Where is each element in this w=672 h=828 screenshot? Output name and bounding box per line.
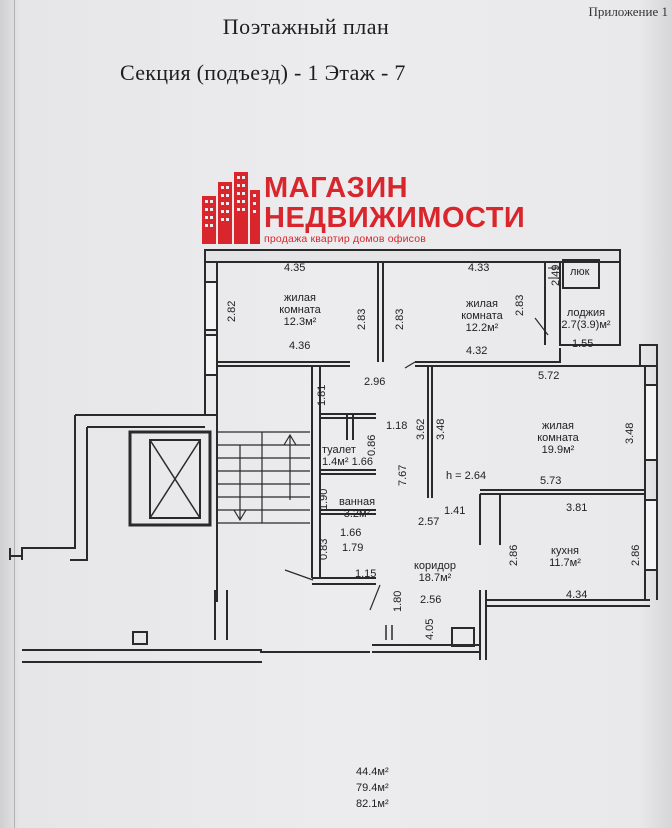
dimension-label: 2.83 [514, 294, 526, 316]
room-name: жилая [542, 420, 574, 432]
room-area: 3.2м² [343, 508, 371, 520]
dimension-label: 2.49 [550, 264, 562, 286]
dimension-label: 1.80 [392, 590, 404, 612]
dimension-label: 3.48 [435, 418, 447, 440]
dimension-label: 1.79 [342, 542, 364, 554]
dimension-label: 1.81 [316, 384, 328, 406]
kitchen-label: кухня 11.7м² [535, 545, 595, 569]
building-logo-icon [202, 172, 260, 244]
room-name: туалет [322, 444, 356, 456]
room-area: 1.4м² [322, 456, 349, 468]
living-room-2-label: жилая комната 12.2м² [452, 298, 512, 334]
dimension-label: 2.86 [508, 544, 520, 566]
total-area: 79.4м² [356, 782, 389, 794]
ceiling-height-label: h = 2.64 [446, 470, 487, 482]
room-area: 12.3м² [283, 316, 317, 328]
dimension-label: 5.72 [538, 370, 560, 382]
dimension-label: 0.83 [318, 538, 330, 560]
room-area: 11.7м² [549, 557, 581, 569]
room-name: комната [279, 304, 321, 316]
page-title: Поэтажный план [222, 14, 390, 39]
dimension-label: 1.55 [572, 338, 594, 350]
room-name: ванная [338, 496, 376, 508]
dimension-label: 1.15 [355, 568, 377, 580]
dimension-label: 5.73 [540, 475, 562, 487]
dimension-label: 7.67 [397, 464, 409, 486]
dimension-label: 2.57 [418, 516, 440, 528]
loggia-label: лоджия 2.7(3.9)м² [556, 307, 616, 331]
appendix-label: Приложение 1 [588, 4, 668, 19]
corridor-label: коридор 18.7м² [400, 560, 470, 584]
dimension-label: 3.48 [624, 422, 636, 444]
dimension-label: 2.82 [226, 300, 238, 322]
logo-tagline: продажа квартир домов офисов [264, 233, 427, 245]
dimension-label: 1.41 [444, 505, 466, 517]
dimension-label: 4.35 [284, 262, 306, 274]
room-name: кухня [551, 545, 579, 557]
room-area: 2.7(3.9)м² [561, 319, 611, 331]
room-area: 12.2м² [465, 322, 499, 334]
dimension-label: 2.83 [356, 308, 368, 330]
bathroom-label: ванная 3.2м² [330, 496, 384, 520]
dimension-label: 3.62 [415, 418, 427, 440]
dimension-label: 2.96 [364, 376, 386, 388]
dimension-label: 4.05 [424, 618, 436, 640]
living-room-1-label: жилая комната 12.3м² [270, 292, 330, 328]
room-area: 18.7м² [418, 572, 452, 584]
total-area-with-loggia: 82.1м² [356, 798, 389, 810]
agency-logo: МАГАЗИН НЕДВИЖИМОСТИ продажа квартир дом… [200, 170, 525, 246]
dimension-label: 4.34 [566, 589, 588, 601]
dimension-label: 1.66 [340, 527, 362, 539]
room-name: жилая [284, 292, 316, 304]
dimension-label: 3.81 [566, 502, 588, 514]
section-floor-subtitle: Секция (подъезд) - 1 Этаж - 7 [120, 60, 406, 85]
area-totals: 44.4м² 79.4м² 82.1м² [356, 764, 389, 812]
room-area: 19.9м² [541, 444, 575, 456]
dimension-label: 4.33 [468, 262, 490, 274]
living-area-total: 44.4м² [356, 766, 389, 778]
room-name: комната [537, 432, 579, 444]
room-name: комната [461, 310, 503, 322]
dimension-label: 4.32 [466, 345, 488, 357]
toilet-label: туалет 1.4м² 1.66 [322, 444, 373, 468]
dimension-label: 1.90 [318, 488, 330, 510]
dimension-label: 2.86 [630, 544, 642, 566]
dimension-label: 1.18 [386, 420, 408, 432]
dimension-label: 4.36 [289, 340, 311, 352]
dimension-label: 1.66 [351, 456, 374, 468]
logo-line-1: МАГАЗИН [264, 172, 409, 204]
dimension-label: 2.83 [394, 308, 406, 330]
living-room-3-label: жилая комната 19.9м² [528, 420, 588, 456]
room-name: лоджия [566, 307, 606, 319]
loggia-hatch-label: люк [570, 266, 590, 278]
room-name: жилая [466, 298, 498, 310]
scan-edge-line [14, 0, 15, 828]
dimension-label: 2.56 [420, 594, 442, 606]
room-name: коридор [414, 560, 456, 572]
logo-line-2: НЕДВИЖИМОСТИ [264, 202, 526, 234]
